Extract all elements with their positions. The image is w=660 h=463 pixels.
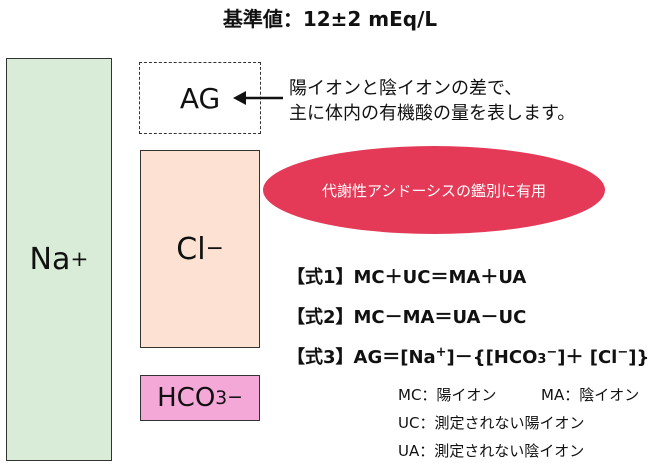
anion-gap-label: AG — [179, 81, 221, 115]
formula-3-hco-subscript: 3 — [537, 352, 547, 367]
formula-2: 【式2】MC－MA＝UA－UC — [287, 307, 527, 328]
reference-value-title: 基準値：12±2 mEq/L — [222, 7, 438, 31]
note-line-2: 主に体内の有機酸の量を表します。 — [289, 103, 576, 124]
sodium-label: Na — [29, 242, 71, 277]
sodium-box: Na+ — [6, 58, 112, 461]
formula-3-part-h: ]} — [628, 347, 650, 368]
formula-3-hco-charge: − — [546, 345, 558, 360]
anion-gap-note: 陽イオンと陰イオンの差で、 主に体内の有機酸の量を表します。 — [289, 76, 575, 126]
formula-3-cl-charge: − — [617, 345, 629, 360]
bicarbonate-label: HCO — [157, 383, 216, 413]
formula-3-na-charge: + — [435, 345, 447, 360]
formula-3-part-c: ]－{[HCO — [446, 347, 538, 368]
highlight-ellipse: 代謝性アシドーシスの鑑別に有用 — [263, 146, 605, 234]
highlight-text: 代謝性アシドーシスの鑑別に有用 — [321, 181, 547, 200]
formula-3-part-f: ]＋ [Cl — [557, 347, 618, 368]
formula-3-part-a: 【式3】AG＝[Na — [287, 347, 436, 368]
formula-1: 【式1】MC＋UC＝MA＋UA — [287, 267, 527, 288]
legend-uc: UC：測定されない陽イオン — [398, 414, 585, 432]
left-arrow-icon — [233, 91, 283, 105]
bicarbonate-subscript: 3 — [215, 387, 228, 409]
formula-3: 【式3】AG＝[Na+]－{[HCO3−]＋ [Cl−]} — [287, 343, 649, 369]
legend-mc: MC：陽イオン — [398, 386, 497, 404]
chloride-box: Cl− — [140, 150, 260, 348]
legend-ua: UA：測定されない陰イオン — [398, 442, 585, 460]
note-line-1: 陽イオンと陰イオンの差で、 — [289, 78, 523, 99]
chloride-label: Cl — [176, 231, 206, 267]
legend-ma: MA：陰イオン — [541, 386, 640, 404]
